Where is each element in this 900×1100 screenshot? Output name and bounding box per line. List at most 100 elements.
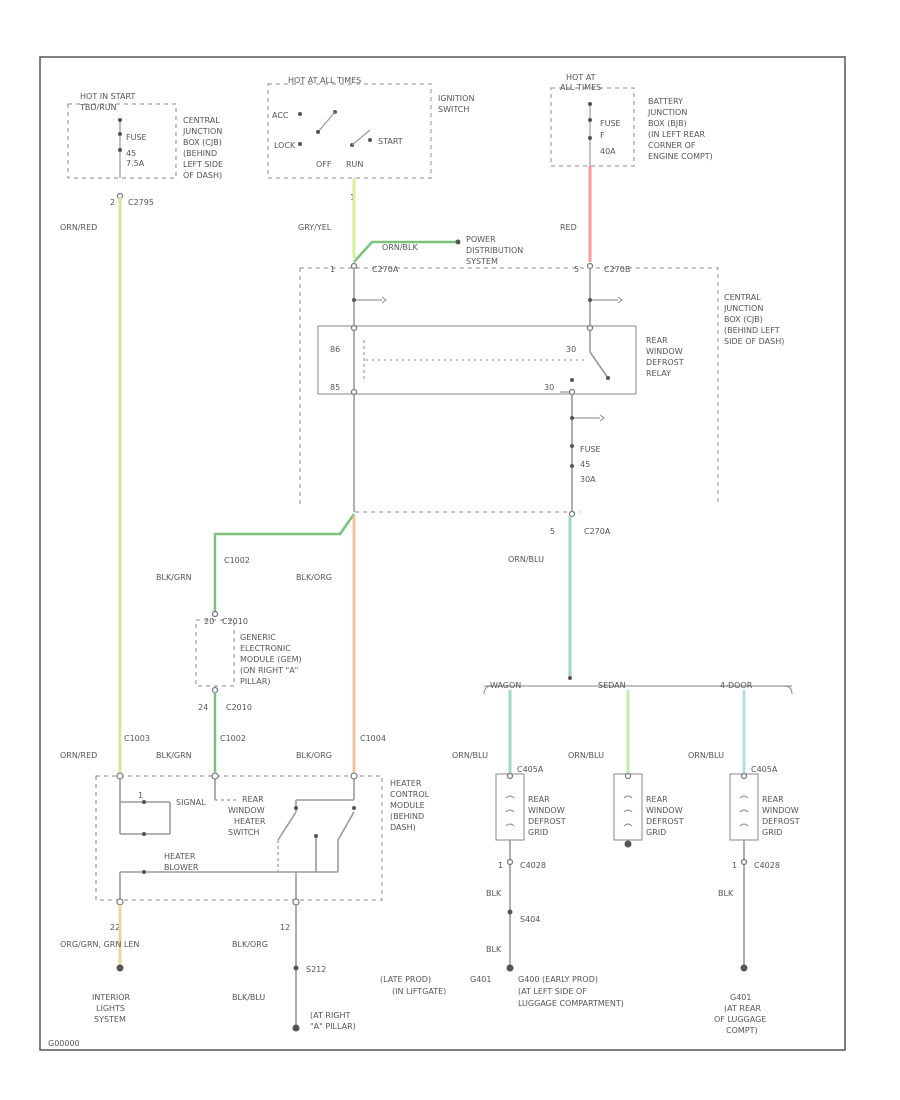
ignition-desc-1: IGNITION (438, 94, 474, 103)
bjb-fuse-num: F (600, 131, 605, 140)
grid-c-connector: C405A (751, 765, 778, 774)
rear-switch-4: SWITCH (228, 828, 259, 837)
cjb-label-4: (BEHIND LEFT (724, 326, 780, 335)
interior-2: LIGHTS (96, 1004, 125, 1013)
pin-22: 22 (110, 923, 120, 932)
relay-label-3: DEFROST (646, 358, 684, 367)
bjb-desc-2: JUNCTION (647, 108, 687, 117)
grid-a-4: GRID (528, 828, 548, 837)
cjb-desc-2: JUNCTION (182, 127, 222, 136)
body-sedan: SEDAN (598, 681, 626, 690)
cjb-label-2: JUNCTION (723, 304, 763, 313)
gem-pin-24: 24 (198, 703, 208, 712)
fuse2-amps: 30A (580, 475, 596, 484)
wire-blk-grn (213, 513, 356, 612)
a-pillar-1: (AT RIGHT (310, 1011, 351, 1020)
pin-1-c4028-left: 1 (498, 861, 503, 870)
cjb-desc-1: CENTRAL (183, 116, 220, 125)
ign-lock: LOCK (274, 141, 296, 150)
grid-a-connector: C405A (517, 765, 544, 774)
ground-g401-late: G401 (470, 975, 491, 984)
grid-c-3: DEFROST (762, 817, 800, 826)
grid-b-3: DEFROST (646, 817, 684, 826)
cjb-desc-5: LEFT SIDE (183, 160, 223, 169)
relay-pin-87: 30 (544, 383, 554, 392)
hot-in-start-fuse: HOT IN START TBD/RUN FUSE 45 7.5A CENTRA… (67, 92, 223, 180)
grid-c-4: GRID (762, 828, 782, 837)
g401-4: COMPT) (726, 1026, 758, 1035)
hot-start-header: HOT IN START (80, 92, 135, 101)
ign-off: OFF (316, 160, 332, 169)
wire-label-blk-org-3: BLK/ORG (232, 940, 268, 949)
early-prod-3: LUGGAGE COMPARTMENT) (518, 999, 624, 1008)
heater-mod-5: DASH) (390, 823, 416, 832)
battery-sub: ALL TIMES (560, 83, 601, 92)
grid-c-1: REAR (762, 795, 784, 804)
wire-label-orn-blu-a: ORN/BLU (452, 751, 488, 760)
ignition-header: HOT AT ALL TIMES (288, 76, 361, 85)
heater-mod-2: CONTROL (390, 790, 430, 799)
connector-c1004: C1004 (360, 734, 386, 743)
fuse-45-label: FUSE (126, 133, 147, 142)
wire-label-gry-yel: GRY/YEL (298, 223, 332, 232)
grid-b-2: WINDOW (646, 806, 683, 815)
body-4door: 4-DOOR (720, 681, 753, 690)
connector-c2010-bottom: C2010 (226, 703, 252, 712)
cjb-label-1: CENTRAL (724, 293, 761, 302)
splice-s212: S212 (306, 965, 326, 974)
late-prod-1: (LATE PROD) (380, 975, 431, 984)
bjb-fuse-amps: 40A (600, 147, 616, 156)
fuse-45-amps: 7.5A (126, 159, 145, 168)
wire-label-org-grn: ORG/GRN, GRN LEN (60, 940, 139, 949)
defrost-grid-b: REAR WINDOW DEFROST GRID (613, 772, 684, 841)
rear-switch-3: HEATER (234, 817, 266, 826)
fuse2-label: FUSE (580, 445, 601, 454)
pin-5-c270a: 5 (550, 527, 555, 536)
gem-label-3: MODULE (GEM) (240, 655, 302, 664)
fuse-45-num: 45 (126, 149, 136, 158)
battery-header: HOT AT (566, 73, 596, 82)
g401-2: (AT REAR (724, 1004, 761, 1013)
fuse2-num: 45 (580, 460, 590, 469)
connector-c270b: C270B (604, 265, 630, 274)
battery-junction-box: HOT AT ALL TIMES FUSE F 40A BATTERY JUNC… (550, 73, 713, 167)
relay-label-1: REAR (646, 336, 668, 345)
relay-label-4: RELAY (646, 369, 671, 378)
wire-label-orn-red: ORN/RED (60, 223, 97, 232)
heater-control-module: 1 SIGNAL REAR WINDOW HEATER SWITCH HEATE… (95, 772, 430, 901)
wire-label-blk-b: BLK (486, 945, 502, 954)
gem-label-2: ELECTRONIC (240, 644, 291, 653)
bjb-desc-4: (IN LEFT REAR (648, 130, 705, 139)
interior-3: SYSTEM (94, 1015, 126, 1024)
cjb-label-3: BOX (CJB) (724, 315, 763, 324)
hot-start-sub: TBD/RUN (79, 103, 117, 112)
wire-label-blk-c: BLK (718, 889, 734, 898)
defrost-grid-a: C405A REAR WINDOW DEFROST GRID (495, 765, 566, 841)
gem-label-4: (ON RIGHT "A" (240, 666, 298, 675)
cjb-desc-4: (BEHIND (183, 149, 217, 158)
connector-c2010-top: C2010 (222, 617, 248, 626)
rear-switch-1: REAR (242, 795, 264, 804)
g401-3: OF LUGGAGE (714, 1015, 766, 1024)
c2795-terminal (116, 192, 124, 200)
ign-start: START (378, 137, 403, 146)
diagram-footer-id: G00000 (48, 1039, 80, 1048)
wire-label-blk-blu: BLK/BLU (232, 993, 265, 1002)
diagram-frame (39, 56, 846, 1051)
heater-mod-1: HEATER (390, 779, 422, 788)
heater-sub: BLOWER (164, 863, 199, 872)
grid-b-4: GRID (646, 828, 666, 837)
pin-5-c270b: 5 (574, 265, 579, 274)
wire-label-blk-grn-2: BLK/GRN (156, 751, 192, 760)
grid-a-2: WINDOW (528, 806, 565, 815)
power-dist-2: DISTRIBUTION (466, 246, 523, 255)
pin-1-c270a: 1 (330, 265, 335, 274)
heater-mod-3: MODULE (390, 801, 425, 810)
body-wagon: WAGON (490, 681, 521, 690)
grid-b-1: REAR (646, 795, 668, 804)
connector-c4028-right: C4028 (754, 861, 780, 870)
gem-label-1: GENERIC (240, 633, 276, 642)
early-prod-1: G400 (EARLY PROD) (518, 975, 598, 984)
grid-a-3: DEFROST (528, 817, 566, 826)
connector-c2795: C2795 (128, 198, 154, 207)
